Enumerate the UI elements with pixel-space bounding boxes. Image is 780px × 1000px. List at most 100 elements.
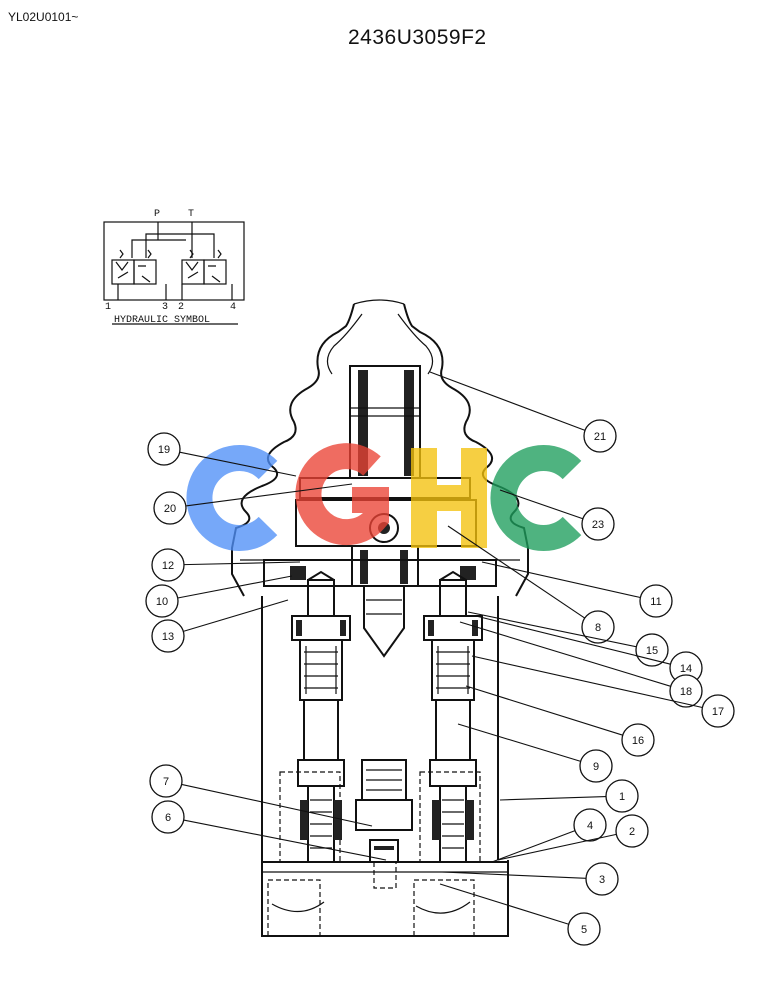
watermark-letter-c2 xyxy=(490,445,582,551)
callout-circle-8 xyxy=(581,610,615,644)
callout-leader-23 xyxy=(499,489,584,520)
callout-6: 6 xyxy=(151,800,185,834)
callout-circle-6 xyxy=(151,800,185,834)
callout-leader-15 xyxy=(467,611,637,648)
callout-label-21: 21 xyxy=(594,431,606,443)
callout-leader-19 xyxy=(179,451,297,477)
callout-leader-8 xyxy=(447,525,586,619)
callout-circle-12 xyxy=(151,548,185,582)
callout-leader-5 xyxy=(439,883,569,925)
callout-label-20: 20 xyxy=(164,503,176,515)
watermark-letter-g xyxy=(295,443,389,546)
callout-circle-17 xyxy=(701,694,735,728)
callout-circle-1 xyxy=(605,779,639,813)
callout-15: 15 xyxy=(635,633,669,667)
callout-label-12: 12 xyxy=(162,560,174,572)
callout-circle-19 xyxy=(147,432,181,466)
callout-18: 18 xyxy=(669,674,703,708)
callout-circle-7 xyxy=(149,764,183,798)
callout-19: 19 xyxy=(147,432,181,466)
callout-circle-21 xyxy=(583,419,617,453)
callout-leader-4 xyxy=(491,830,576,863)
port-2-label: 2 xyxy=(178,302,184,313)
callout-leader-2 xyxy=(497,833,617,861)
callout-circle-18 xyxy=(669,674,703,708)
callout-1: 1 xyxy=(605,779,639,813)
hydraulic-symbol-caption: HYDRAULIC SYMBOL xyxy=(114,315,210,326)
callout-circle-20 xyxy=(153,491,187,525)
callout-label-16: 16 xyxy=(632,735,644,747)
valve-body xyxy=(261,559,509,937)
callout-label-9: 9 xyxy=(593,761,599,773)
callout-label-1: 1 xyxy=(619,791,625,803)
port-3-label: 3 xyxy=(162,302,168,313)
callout-label-13: 13 xyxy=(162,631,174,643)
callout-label-3: 3 xyxy=(599,874,605,886)
callout-label-19: 19 xyxy=(158,444,170,456)
callout-5: 5 xyxy=(567,912,601,946)
callout-4: 4 xyxy=(573,808,607,842)
callout-label-6: 6 xyxy=(165,812,171,824)
callout-label-10: 10 xyxy=(156,596,168,608)
callout-leader-9 xyxy=(457,723,581,762)
callout-7: 7 xyxy=(149,764,183,798)
callout-leader-14 xyxy=(475,615,671,665)
callout-circle-11 xyxy=(639,584,673,618)
callout-circle-9 xyxy=(579,749,613,783)
callout-leader-7 xyxy=(181,783,373,827)
callout-label-7: 7 xyxy=(163,776,169,788)
document-code: YL02U0101~ xyxy=(8,10,79,24)
callout-23: 23 xyxy=(581,507,615,541)
callout-circle-2 xyxy=(615,814,649,848)
callout-2: 2 xyxy=(615,814,649,848)
callout-label-8: 8 xyxy=(595,622,601,634)
callout-17: 17 xyxy=(701,694,735,728)
port-1-label: 1 xyxy=(105,302,111,313)
callout-label-5: 5 xyxy=(581,924,587,936)
callout-9: 9 xyxy=(579,749,613,783)
callout-leader-16 xyxy=(465,685,623,736)
callout-label-17: 17 xyxy=(712,706,724,718)
callout-21: 21 xyxy=(583,419,617,453)
watermark-letter-c1 xyxy=(186,445,278,551)
callout-10: 10 xyxy=(145,584,179,618)
callout-leader-12 xyxy=(183,561,301,566)
callout-13: 13 xyxy=(151,619,185,653)
callout-label-14: 14 xyxy=(680,663,692,675)
left-spool-assembly xyxy=(291,570,351,863)
callout-circle-4 xyxy=(573,808,607,842)
callout-20: 20 xyxy=(153,491,187,525)
callout-leader-20 xyxy=(185,483,353,507)
callout-leader-21 xyxy=(429,371,586,431)
cghc-watermark xyxy=(186,443,582,551)
callout-circle-10 xyxy=(145,584,179,618)
callout-label-15: 15 xyxy=(646,645,658,657)
callout-circle-13 xyxy=(151,619,185,653)
port-t-label: T xyxy=(188,209,194,220)
hydraulic-symbol: P T 1 3 2 4 HYDRAULIC SYMBOL xyxy=(103,209,245,326)
right-spool-assembly xyxy=(423,570,483,863)
callout-11: 11 xyxy=(639,584,673,618)
callout-circle-16 xyxy=(621,723,655,757)
callout-leader-17 xyxy=(471,655,703,709)
callout-label-18: 18 xyxy=(680,686,692,698)
callout-circle-23 xyxy=(581,507,615,541)
callout-label-4: 4 xyxy=(587,820,593,832)
callout-leader-10 xyxy=(177,575,293,599)
callout-label-23: 23 xyxy=(592,519,604,531)
callout-leader-18 xyxy=(459,621,671,687)
callout-circle-3 xyxy=(585,862,619,896)
callout-leader-1 xyxy=(499,795,607,801)
callout-label-11: 11 xyxy=(650,596,661,608)
callout-leader-6 xyxy=(183,819,387,861)
callout-12: 12 xyxy=(151,548,185,582)
center-shaft xyxy=(355,759,413,889)
callout-leader-3 xyxy=(441,871,587,879)
port-p-label: P xyxy=(154,209,160,220)
watermark-letter-h xyxy=(411,448,487,548)
callout-leader-13 xyxy=(183,599,289,632)
callout-3: 3 xyxy=(585,862,619,896)
callout-label-2: 2 xyxy=(629,826,635,838)
